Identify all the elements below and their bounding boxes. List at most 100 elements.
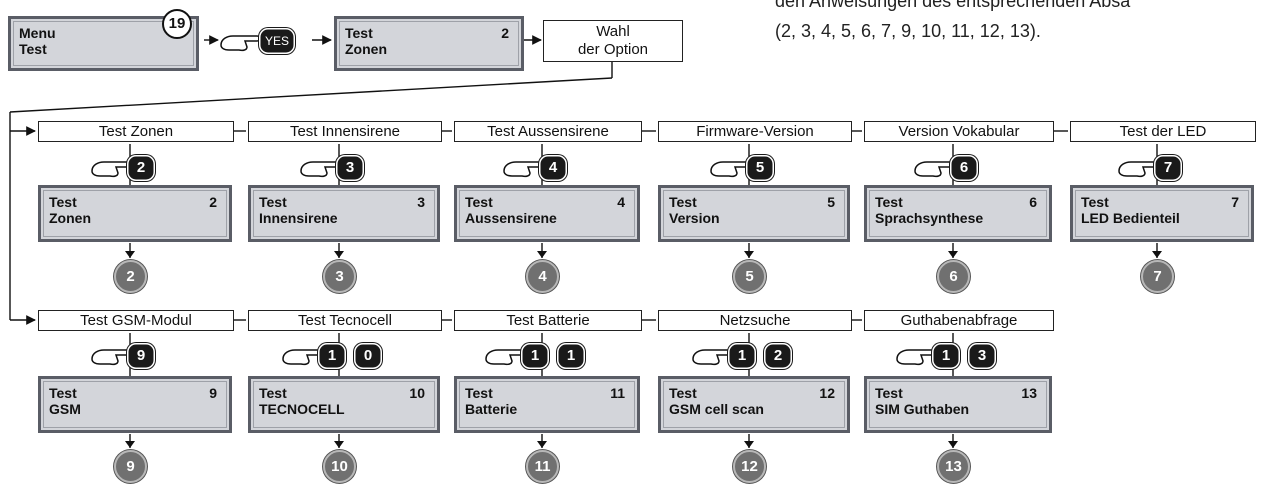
display-line2: Zonen	[345, 41, 387, 57]
display-line2: GSM cell scan	[669, 401, 764, 417]
arrow-head	[744, 251, 754, 258]
display-line2: Sprachsynthese	[875, 210, 984, 226]
finger-press-icon	[282, 349, 323, 366]
display-line2: Innensirene	[259, 210, 338, 226]
display-line1: Test	[1081, 194, 1109, 210]
arrow-head	[744, 441, 754, 448]
display-line2: Batterie	[465, 401, 518, 417]
section-number-circle: 9	[114, 450, 147, 483]
arrow-head	[537, 441, 547, 448]
keypad-key: 4	[542, 158, 564, 178]
section-number-circle: 7	[1141, 260, 1174, 293]
display-number: 2	[501, 25, 509, 41]
option-label: Firmware-Version	[658, 121, 852, 142]
section-number-circle: 4	[526, 260, 559, 293]
instruction-note-line1: den Anweisungen des entsprechenden Absa	[775, 0, 1131, 11]
section-number-circle: 10	[323, 450, 356, 483]
section-number-circle: 3	[323, 260, 356, 293]
finger-press-icon	[914, 161, 955, 178]
section-number-circle: 5	[733, 260, 766, 293]
finger-press-icon	[300, 161, 341, 178]
option-label: Test der LED	[1070, 121, 1256, 142]
option-label: Guthabenabfrage	[864, 310, 1054, 331]
keypad-key: 5	[749, 158, 771, 178]
display-line1: Test	[259, 385, 287, 401]
display-line1: Test	[875, 385, 903, 401]
arrow-head	[1152, 251, 1162, 258]
display-line1: Test	[49, 194, 77, 210]
display-line1: Test	[259, 194, 287, 210]
display-line1: Test	[875, 194, 903, 210]
display-number: 5	[827, 194, 835, 210]
keypad-key: 3	[971, 346, 993, 366]
display-line2: Test	[19, 41, 47, 57]
instruction-note-line2: (2, 3, 4, 5, 6, 7, 9, 10, 11, 12, 13).	[775, 21, 1041, 41]
keypad-key: 9	[130, 346, 152, 366]
arrow-head	[537, 251, 547, 258]
section-number-circle: 6	[937, 260, 970, 293]
option-label: Version Vokabular	[864, 121, 1054, 142]
section-number-circle: 12	[733, 450, 766, 483]
keypad-key: 7	[1157, 158, 1179, 178]
finger-press-icon	[91, 349, 132, 366]
finger-press-icon	[692, 349, 733, 366]
keypad-key: 3	[339, 158, 361, 178]
display-number: 12	[819, 385, 835, 401]
display-line2: Zonen	[49, 210, 91, 226]
display-line1: Test	[465, 385, 493, 401]
option-label: Test Aussensirene	[454, 121, 642, 142]
display-line1: Test	[49, 385, 77, 401]
arrow-head	[334, 251, 344, 258]
option-label: Test Zonen	[38, 121, 234, 142]
option-line2: der Option	[577, 41, 649, 58]
keypad-key: 6	[953, 158, 975, 178]
finger-press-icon	[710, 161, 751, 178]
keypad-key: 2	[130, 158, 152, 178]
keypad-key: 1	[560, 346, 582, 366]
section-number-circle: 11	[526, 450, 559, 483]
display-line2: GSM	[49, 401, 81, 417]
option-label: Test Innensirene	[248, 121, 442, 142]
display-line2: Aussensirene	[465, 210, 557, 226]
keypad-key: 1	[731, 346, 753, 366]
option-label: Test GSM-Modul	[38, 310, 234, 331]
display-number: 10	[409, 385, 425, 401]
display-line1: Test	[669, 194, 697, 210]
option-line1: Wahl	[596, 23, 630, 40]
keypad-key: 2	[767, 346, 789, 366]
display-line2: LED Bedienteil	[1081, 210, 1180, 226]
finger-press-icon	[91, 161, 132, 178]
arrow-head	[125, 251, 135, 258]
display-number: 9	[209, 385, 217, 401]
finger-press-icon	[485, 349, 526, 366]
display-line2: Version	[669, 210, 720, 226]
display-line1: Menu	[19, 25, 56, 41]
arrow-head	[125, 441, 135, 448]
option-label: Test Tecnocell	[248, 310, 442, 331]
display-line1: Test	[465, 194, 493, 210]
display-number: 7	[1231, 194, 1239, 210]
option-selection-box: Wahl der Option	[543, 20, 683, 62]
display-line1: Test	[345, 25, 373, 41]
finger-press-icon	[503, 161, 544, 178]
display-number: 6	[1029, 194, 1037, 210]
arrow-head	[334, 441, 344, 448]
option-label: Test Batterie	[454, 310, 642, 331]
keypad-key: 1	[935, 346, 957, 366]
display-line2: SIM Guthaben	[875, 401, 970, 417]
yes-key: YES	[262, 31, 293, 51]
option-label: Netzsuche	[658, 310, 852, 331]
display-line1: Test	[669, 385, 697, 401]
finger-press-icon	[220, 35, 261, 52]
keypad-key: 1	[524, 346, 546, 366]
keypad-key: 0	[357, 346, 379, 366]
